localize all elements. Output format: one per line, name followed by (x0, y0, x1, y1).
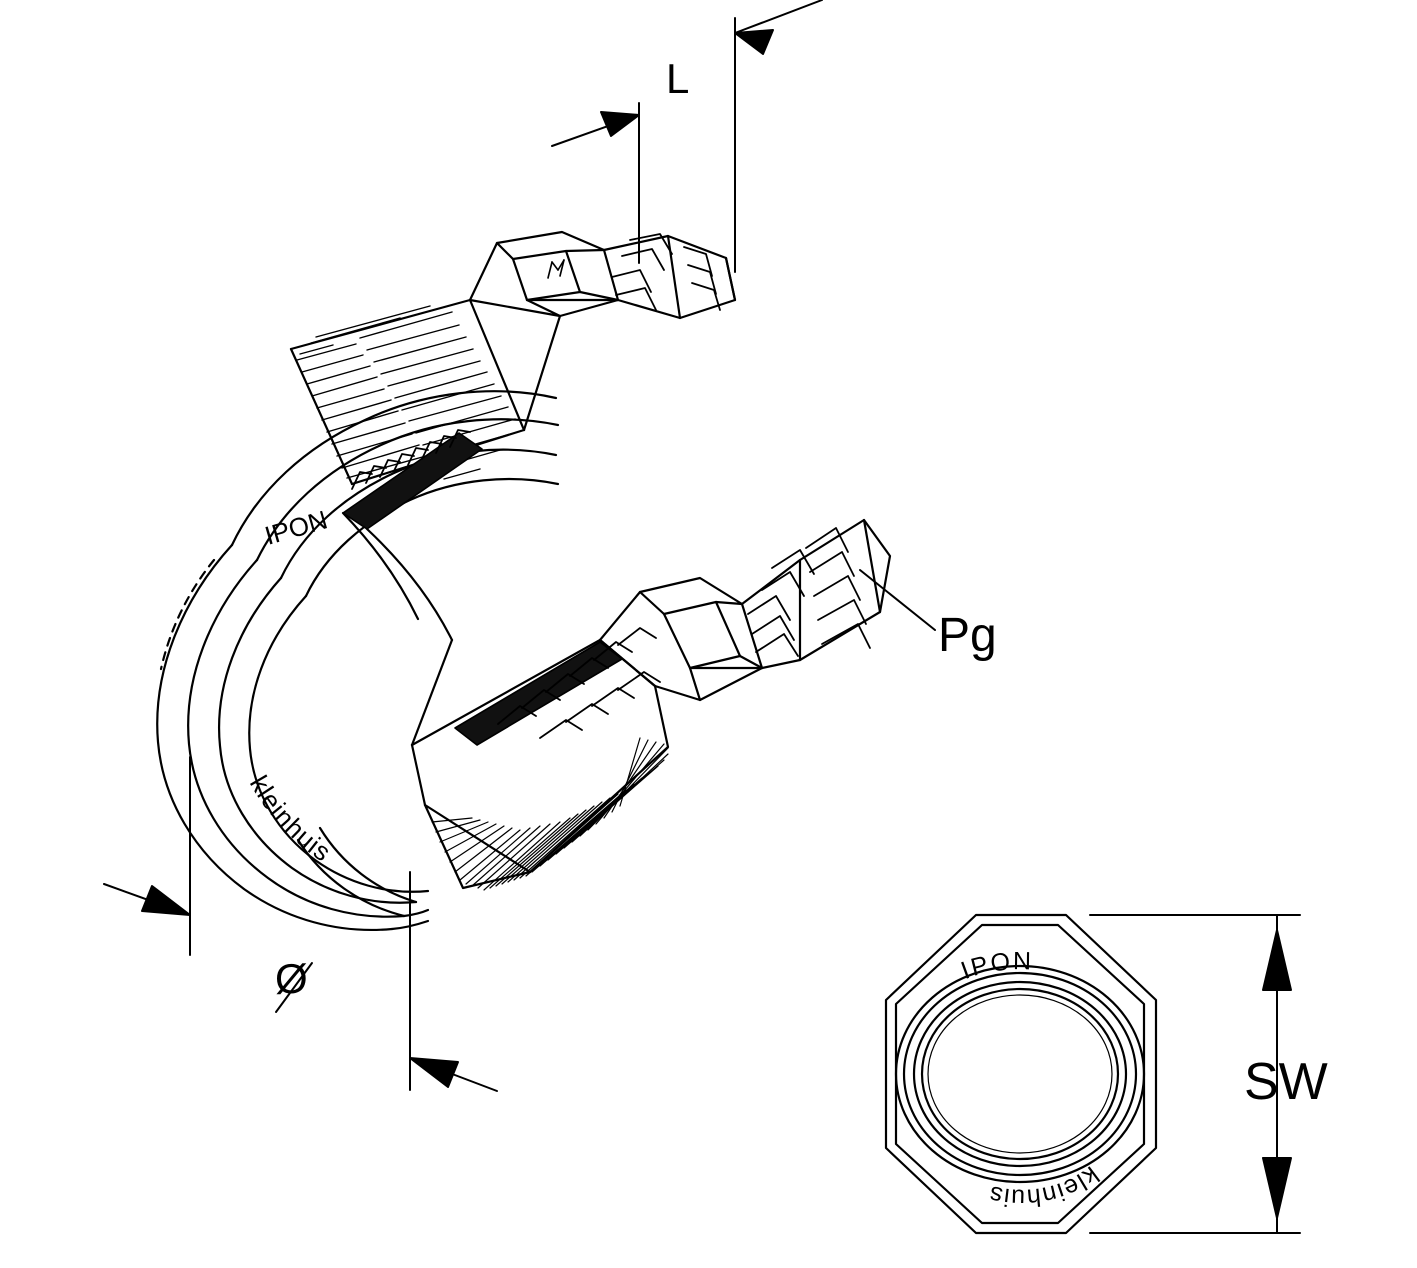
dimension-diameter (103, 756, 498, 1092)
dimension-SW (1089, 914, 1301, 1234)
dome-brand-bottom: kleinhuis (244, 770, 337, 867)
dimension-label-length: L (666, 55, 690, 102)
gland-isometric-view (156, 230, 892, 932)
hex-end-view (884, 913, 1158, 1235)
dimension-label-thread: Pg (938, 609, 997, 662)
dimension-label-diameter: Ø (275, 955, 308, 1002)
leader-Pg (859, 569, 936, 631)
dome-brand-top: IPON (261, 504, 330, 550)
dimension-L (551, 0, 823, 273)
hex-brand-top: IPON (957, 947, 1033, 985)
dimension-label-width-across-flats: SW (1244, 1053, 1328, 1111)
hex-brand-bottom: kleinhuis (986, 1161, 1104, 1212)
